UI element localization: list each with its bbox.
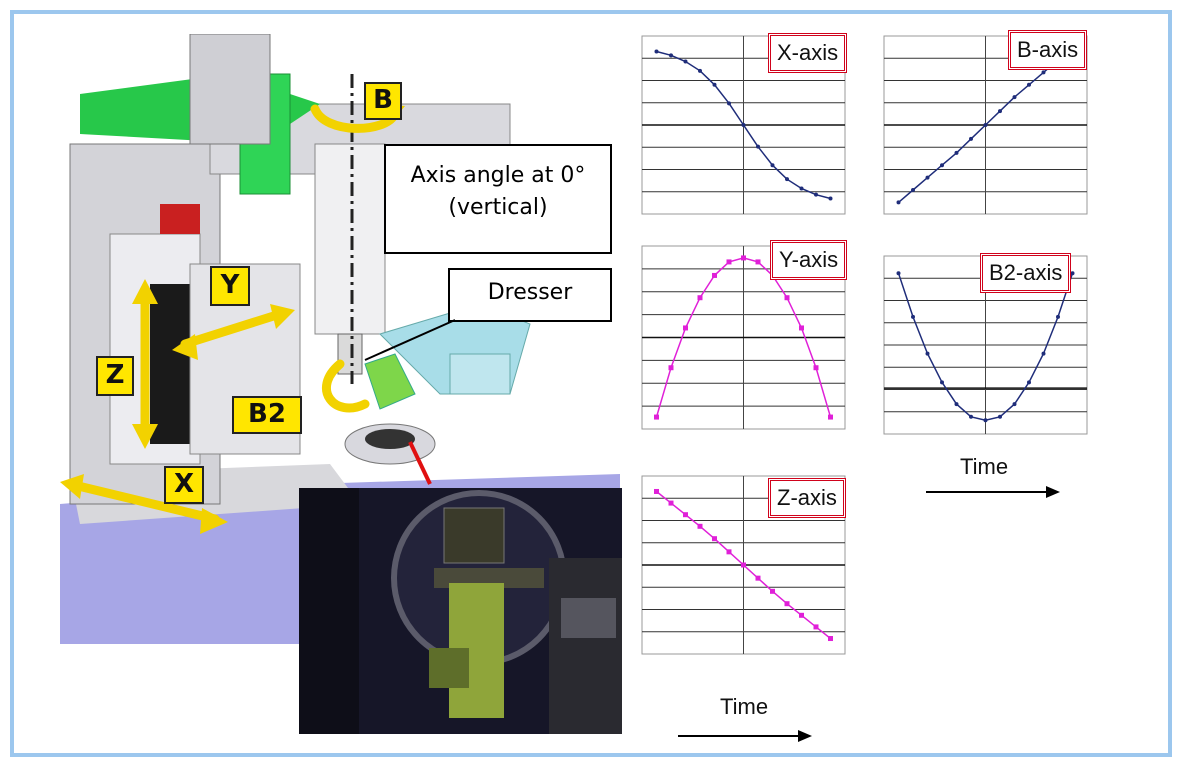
data-point bbox=[712, 82, 717, 87]
data-point bbox=[896, 271, 901, 276]
data-point bbox=[940, 380, 944, 385]
data-point bbox=[983, 123, 988, 127]
data-point bbox=[828, 414, 833, 420]
title-x-axis: X-axis bbox=[768, 33, 848, 73]
data-point bbox=[683, 59, 688, 64]
data-point bbox=[799, 325, 804, 331]
label-x: X bbox=[164, 466, 204, 504]
axis-angle-callout: Axis angle at 0° (vertical) bbox=[384, 144, 612, 254]
data-point bbox=[1041, 351, 1046, 356]
data-point bbox=[741, 562, 746, 568]
title-b-axis: B-axis bbox=[1008, 30, 1088, 70]
title-y-axis: Y-axis bbox=[770, 240, 848, 280]
title-z-axis: Z-axis bbox=[768, 478, 846, 518]
data-point bbox=[813, 365, 819, 371]
data-point bbox=[669, 53, 673, 58]
axis-angle-line2: (vertical) bbox=[448, 195, 548, 220]
label-b2: B2 bbox=[232, 396, 302, 434]
data-point bbox=[925, 351, 930, 356]
data-point bbox=[1070, 271, 1075, 276]
data-point bbox=[1027, 82, 1031, 87]
data-point bbox=[1027, 380, 1031, 385]
label-z: Z bbox=[96, 356, 134, 396]
data-point bbox=[954, 150, 959, 155]
data-point bbox=[755, 259, 761, 265]
data-point bbox=[712, 536, 717, 542]
data-point bbox=[668, 365, 674, 371]
data-point bbox=[755, 575, 761, 581]
data-point bbox=[727, 101, 731, 106]
data-point bbox=[668, 500, 674, 506]
data-point bbox=[828, 636, 833, 642]
data-point bbox=[969, 136, 973, 141]
x-arrow bbox=[65, 479, 220, 524]
title-b2-axis: B2-axis bbox=[980, 253, 1072, 293]
dresser-leader-line bbox=[364, 319, 456, 361]
data-point bbox=[756, 144, 760, 149]
data-point bbox=[828, 196, 833, 201]
data-point bbox=[799, 186, 804, 191]
data-point bbox=[814, 192, 818, 197]
data-point bbox=[1012, 402, 1017, 407]
label-b: B bbox=[364, 82, 402, 120]
data-point bbox=[683, 325, 688, 331]
dresser-photo bbox=[299, 488, 622, 734]
data-point bbox=[784, 601, 790, 607]
data-point bbox=[969, 414, 973, 419]
data-point bbox=[726, 259, 732, 265]
data-point bbox=[770, 163, 775, 168]
data-point bbox=[983, 418, 988, 423]
time-label-bottom: Time bbox=[720, 694, 769, 719]
data-point bbox=[785, 177, 789, 182]
data-point bbox=[896, 200, 901, 205]
data-point bbox=[697, 295, 703, 301]
b2-rotation-arrow bbox=[322, 359, 370, 413]
data-point bbox=[925, 175, 930, 180]
data-point bbox=[1012, 95, 1017, 100]
data-point bbox=[998, 414, 1002, 419]
data-point bbox=[654, 488, 659, 494]
data-point bbox=[654, 414, 659, 420]
data-point bbox=[911, 314, 915, 319]
data-point bbox=[1056, 314, 1060, 319]
data-point bbox=[712, 272, 717, 278]
time-label-right: Time bbox=[960, 454, 1009, 479]
data-point bbox=[784, 295, 790, 301]
data-point bbox=[940, 163, 944, 168]
data-point bbox=[1041, 70, 1046, 75]
label-y: Y bbox=[210, 266, 250, 306]
data-point bbox=[697, 523, 703, 529]
data-point bbox=[654, 49, 659, 54]
data-point bbox=[813, 624, 819, 630]
y-arrow bbox=[180, 309, 285, 349]
axis-angle-line1: Axis angle at 0° bbox=[410, 163, 586, 188]
time-arrow-right bbox=[926, 486, 1060, 498]
data-point bbox=[726, 549, 732, 555]
spindle bbox=[314, 143, 386, 335]
data-point bbox=[698, 68, 702, 73]
data-point bbox=[799, 612, 804, 618]
data-point bbox=[741, 123, 746, 127]
data-point bbox=[741, 255, 746, 261]
data-point bbox=[998, 109, 1002, 114]
data-point bbox=[683, 512, 688, 518]
data-point bbox=[770, 588, 775, 594]
dresser-callout: Dresser bbox=[448, 268, 612, 322]
data-point bbox=[954, 402, 959, 407]
data-point bbox=[911, 188, 915, 193]
time-arrow-bottom bbox=[678, 730, 812, 742]
